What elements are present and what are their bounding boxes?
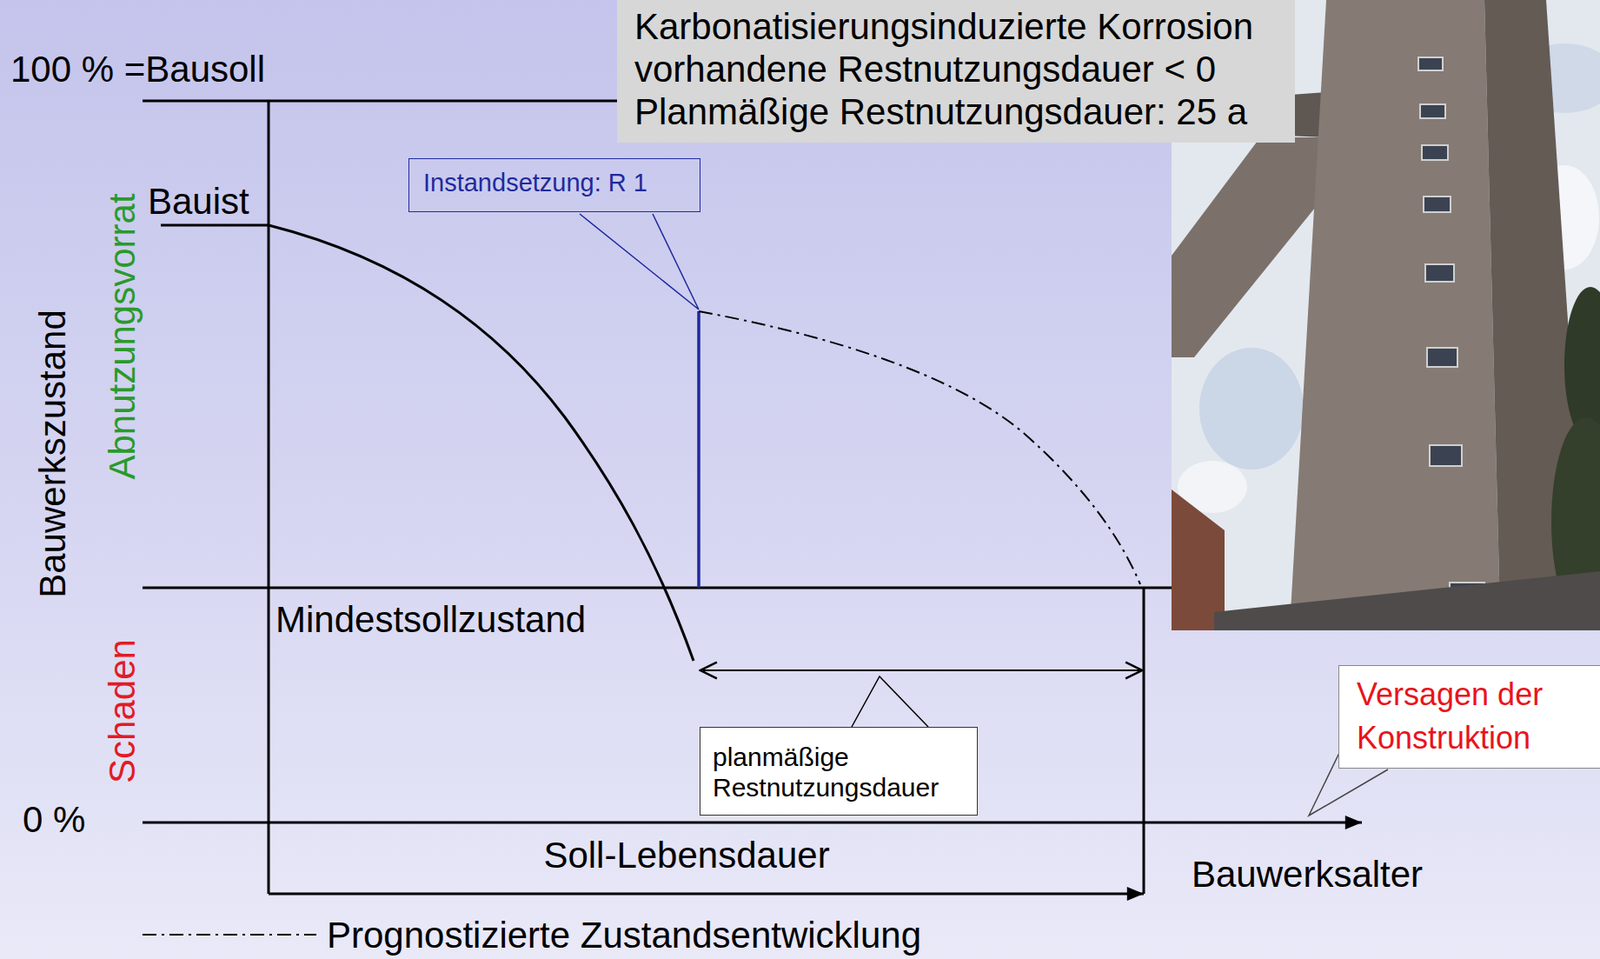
legend-sample (142, 933, 317, 936)
callout-text: planmäßige Restnutzungsdauer (712, 741, 965, 803)
legend-text: Prognostizierte Zustandsentwicklung (326, 916, 922, 954)
dimension-label: Soll-Lebensdauer (543, 836, 830, 874)
remaining-life-arrow (700, 669, 1142, 671)
window (1423, 196, 1451, 213)
axis-title: Bauwerksalter (1191, 856, 1423, 893)
end-line (1142, 587, 1146, 894)
tower-front (1290, 0, 1501, 612)
info-line: vorhandene Restnutzungsdauer < 0 (634, 47, 1278, 91)
window (1425, 264, 1454, 282)
warning-text: Versagen der Konstruktion (1356, 672, 1588, 761)
window (1429, 444, 1462, 466)
actual-line (160, 224, 269, 227)
age-axis (142, 821, 1362, 824)
axis-title: Bauwerkszustand (34, 309, 72, 598)
repair-line (697, 311, 701, 588)
window (1418, 57, 1443, 71)
window (1427, 347, 1458, 367)
legend-item: Prognostizierte Zustandsentwicklung (326, 916, 922, 954)
window (1421, 145, 1448, 160)
axis-label: 100 % =Bausoll (10, 51, 266, 88)
start-line (267, 100, 271, 894)
lifetime-arrow (268, 892, 1144, 896)
roof (1214, 570, 1600, 631)
axis-label: 0 % (22, 801, 86, 838)
info-line: Planmäßige Restnutzungsdauer: 25 a (634, 90, 1278, 133)
callout-box: planmäßige Restnutzungsdauer (699, 726, 978, 816)
callout-box: Versagen der Konstruktion (1338, 664, 1600, 769)
info-line: Karbonatisierungsinduzierte Korrosion (634, 5, 1278, 48)
cloud (1199, 347, 1304, 470)
target-line (142, 99, 661, 103)
leader-line (579, 213, 699, 310)
minimum-line (142, 586, 1172, 590)
callout-text: Instandsetzung: R 1 (423, 167, 686, 199)
state-curve (268, 225, 694, 661)
zone-label: Abnutzungsvorrat (104, 192, 141, 479)
tower-strut (1171, 137, 1327, 358)
info-box: Karbonatisierungsinduzierte Korrosionvor… (617, 0, 1295, 143)
window (1420, 104, 1446, 119)
predicted-curve (698, 311, 1141, 585)
brick-roof (1171, 489, 1225, 631)
level-label: Bauist (147, 183, 250, 220)
zone-label: Schaden (104, 638, 141, 784)
leader-line (851, 676, 929, 727)
level-label: Mindestsollzustand (275, 601, 586, 638)
callout-box: Instandsetzung: R 1 (408, 158, 701, 213)
